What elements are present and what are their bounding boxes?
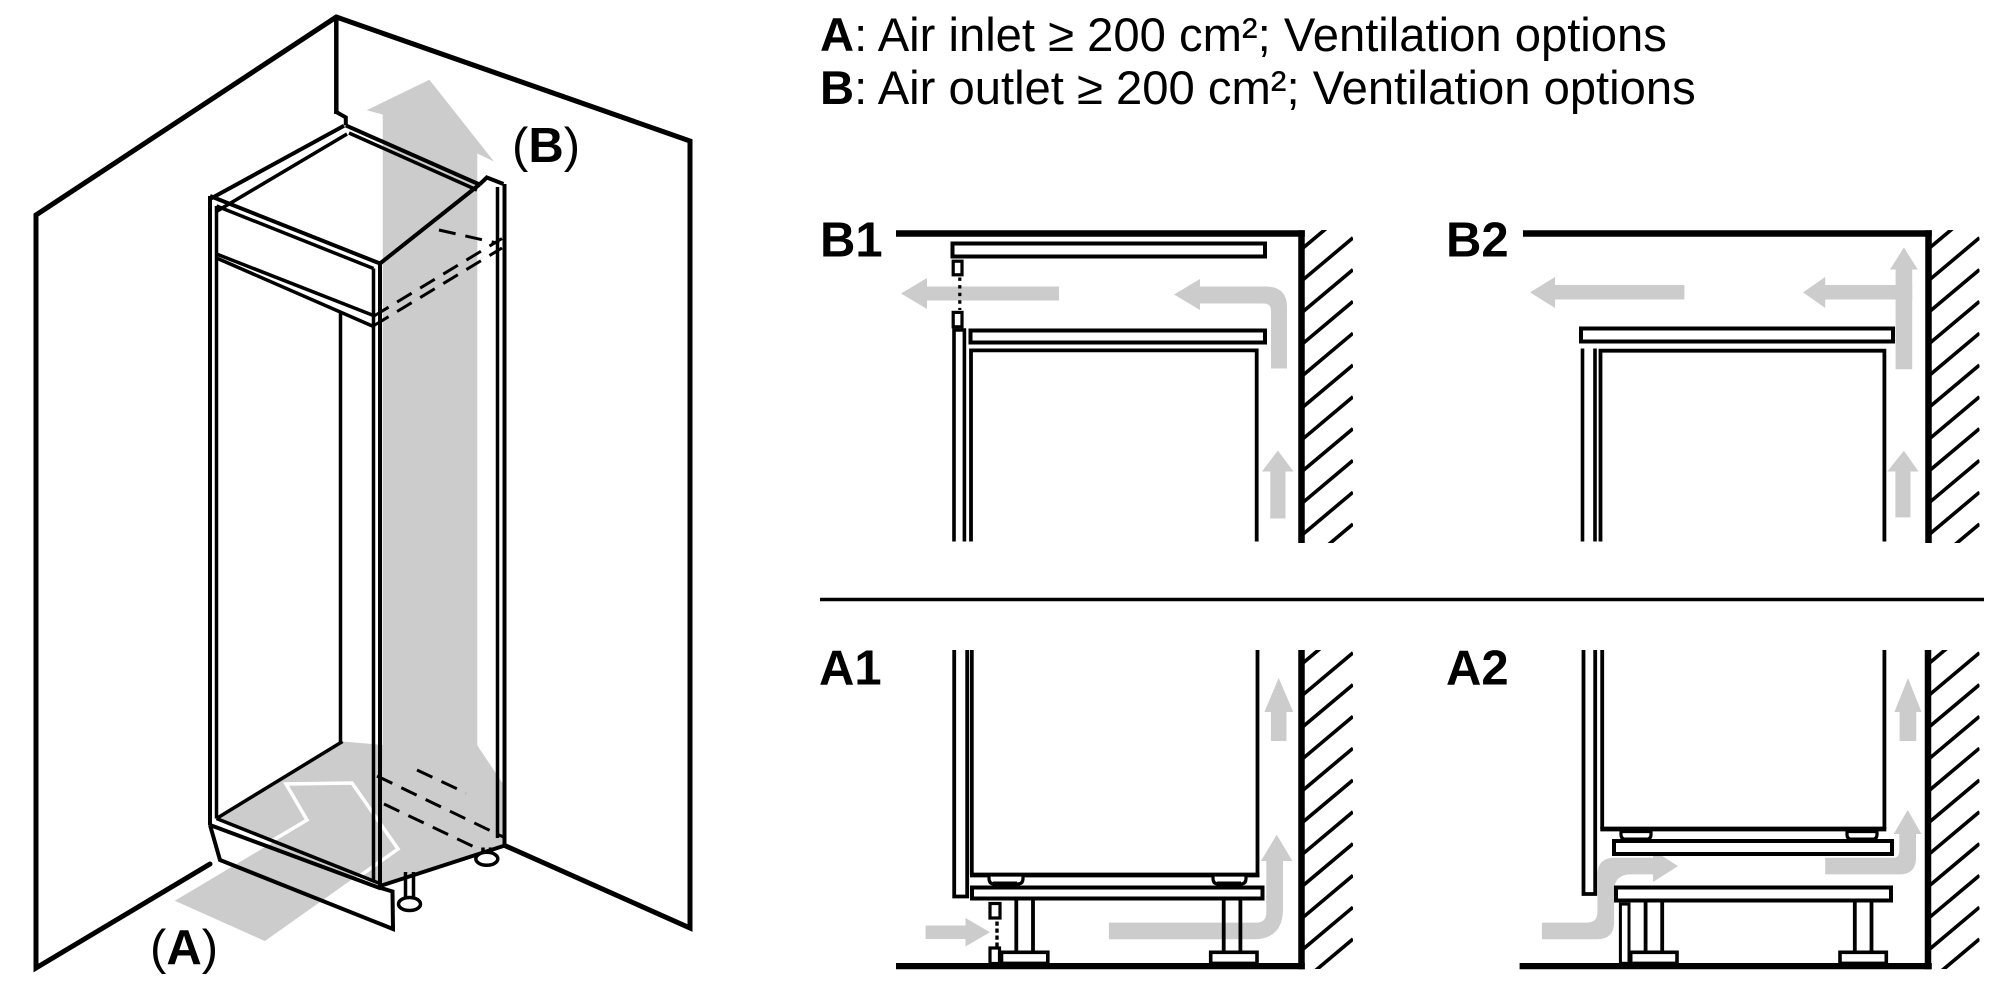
- svg-text:B1: B1: [820, 214, 883, 268]
- svg-text:B2: B2: [1446, 214, 1509, 268]
- svg-text:(A): (A): [150, 921, 218, 975]
- svg-text:A1: A1: [819, 642, 882, 696]
- svg-text:A: Air inlet ≥ 200 cm²; Ventil: A: Air inlet ≥ 200 cm²; Ventilation opti…: [820, 9, 1667, 62]
- svg-text:(B): (B): [512, 119, 580, 173]
- svg-text:B: Air outlet ≥ 200 cm²; Venti: B: Air outlet ≥ 200 cm²; Ventilation opt…: [820, 62, 1696, 115]
- svg-text:A2: A2: [1446, 642, 1509, 696]
